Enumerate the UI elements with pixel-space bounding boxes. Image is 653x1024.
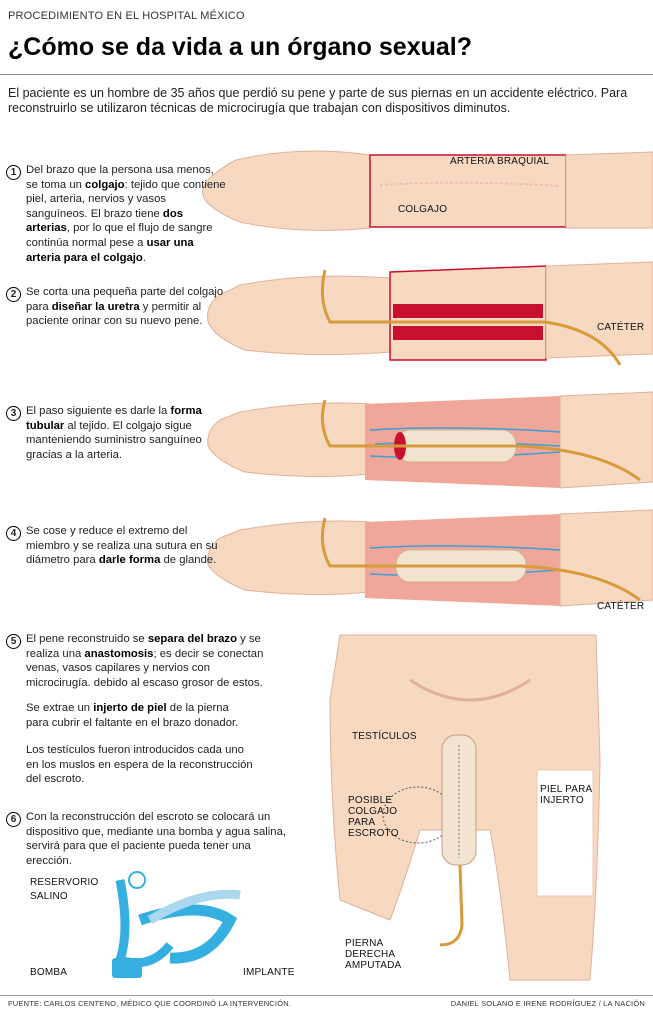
step-2: 2 Se corta una pequeña parte del colgajo… <box>6 285 236 327</box>
text-segment: y permitir al paciente orinar con su nue… <box>26 300 203 328</box>
text-segment: de glande. <box>160 554 217 567</box>
step-text: El paso siguiente es darle la forma tubu… <box>26 404 226 462</box>
footer-divider <box>0 995 653 996</box>
arm-step-1 <box>202 150 653 231</box>
step-6: 6 Con la reconstrucción del escroto se c… <box>6 810 296 867</box>
text-segment: . <box>142 251 146 264</box>
step-text: Del brazo que la persona usa menos, se t… <box>26 163 226 265</box>
step-text: El pene reconstruido se separa del brazo… <box>26 632 266 690</box>
step-3: 3 El paso siguiente es darle la forma tu… <box>6 404 236 461</box>
arm-step-4 <box>207 509 653 607</box>
step-4: 4 Se cose y reduce el extremo del miembr… <box>6 524 236 566</box>
step-number: 4 <box>6 526 21 541</box>
footer-source: FUENTE: CARLOS CENTENO, MÉDICO QUE COORD… <box>8 999 292 1008</box>
text-segment: Se cose y reduce el extremo del miembro … <box>26 525 218 567</box>
emphasis-text: usar una arteria para el colgajo <box>26 236 194 264</box>
text-segment: El pene reconstruido se <box>26 633 148 645</box>
step-text: Con la reconstrucción del escroto se col… <box>26 810 291 868</box>
label-bomba: BOMBA <box>30 967 68 978</box>
label-reservorio: RESERVORIO SALINO <box>30 877 99 902</box>
text-segment: y se realiza una <box>26 633 261 660</box>
emphasis-text: diseñar la uretra <box>51 300 140 313</box>
step-number: 1 <box>6 165 21 180</box>
emphasis-text: anastomosis <box>84 647 154 660</box>
step-number: 6 <box>6 812 21 827</box>
text-segment: El paso siguiente es darle la <box>26 405 171 417</box>
text-segment: Se extrae un <box>26 702 94 714</box>
label-testiculos: TESTÍCULOS <box>352 731 417 742</box>
text-segment: ; es decir se conectan venas, vasos capi… <box>26 647 264 689</box>
step-number: 5 <box>6 634 21 649</box>
step-text: Se corta una pequeña parte del colgajo p… <box>26 285 226 329</box>
text-segment: : tejido que contiene piel, arteria, ner… <box>26 178 226 220</box>
arm-step-3 <box>207 391 653 489</box>
emphasis-text: darle forma <box>98 554 161 567</box>
step-number: 3 <box>6 406 21 421</box>
text-segment: , por lo que el flujo de sangre continúa… <box>26 222 213 249</box>
text-segment: Con la reconstrucción del escroto se col… <box>26 811 286 867</box>
text-segment: de la pierna para cubrir el faltante en … <box>26 702 239 729</box>
emphasis-text: forma tubular <box>26 405 202 432</box>
label-cateter: CATÉTER <box>597 322 645 333</box>
footer-credit: DANIEL SOLANO E IRENE RODRÍGUEZ / LA NAC… <box>450 999 645 1008</box>
label-piel-injerto: PIEL PARA INJERTO <box>540 784 593 806</box>
emphasis-text: colgajo <box>85 178 125 191</box>
step-1: 1 Del brazo que la persona usa menos, se… <box>6 163 236 264</box>
label-pierna-amputada: PIERNA DERECHA AMPUTADA <box>345 938 402 971</box>
kicker: PROCEDIMIENTO EN EL HOSPITAL MÉXICO <box>8 10 245 22</box>
text-segment: Se corta una pequeña parte del colgajo p… <box>26 286 224 313</box>
page-title: ¿Cómo se da vida a un órgano sexual? <box>8 33 472 61</box>
text-segment: Los testículos fueron introducidos cada … <box>26 744 253 786</box>
emphasis-text: separa del brazo <box>147 633 237 645</box>
implant-illustration <box>112 871 241 978</box>
arm-step-2 <box>207 261 653 366</box>
intro-text: El paciente es un hombre de 35 años que … <box>8 86 628 115</box>
testicles-paragraph: Los testículos fueron introducidos cada … <box>26 743 256 787</box>
text-segment: Del brazo que la persona usa menos, se t… <box>26 164 214 191</box>
label-posible-colgajo: POSIBLE COLGAJO PARA ESCROTO <box>348 795 399 839</box>
emphasis-text: injerto de piel <box>93 702 167 714</box>
label-arteria-braquial: ARTERIA BRAQUIAL <box>450 156 550 167</box>
emphasis-text: dos arterias <box>26 207 184 235</box>
label-colgajo: COLGAJO <box>398 204 448 215</box>
torso-illustration <box>329 634 601 981</box>
step-text: Se cose y reduce el extremo del miembro … <box>26 524 226 568</box>
title-divider <box>0 74 653 75</box>
text-segment: al tejido. El colgajo sigue manteniendo … <box>26 419 202 461</box>
step-number: 2 <box>6 287 21 302</box>
label-cateter-2: CATÉTER <box>597 601 645 612</box>
graft-paragraph: Se extrae un injerto de piel de la piern… <box>26 701 246 730</box>
label-implante: IMPLANTE <box>243 967 295 978</box>
step-5: 5 El pene reconstruido se separa del bra… <box>6 632 276 689</box>
